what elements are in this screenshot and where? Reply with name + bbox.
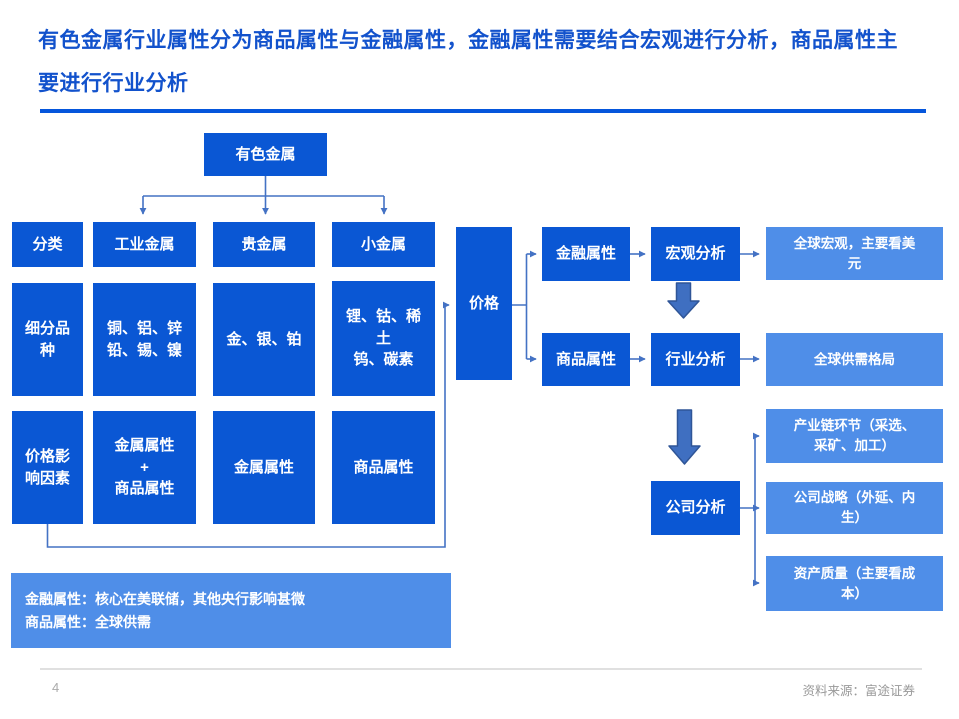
node-industry-analysis: 行业分析 bbox=[651, 333, 740, 386]
node-price: 价格 bbox=[456, 227, 512, 380]
node-row-subdivision: 细分品 种 bbox=[12, 283, 83, 396]
node-macro-analysis: 宏观分析 bbox=[651, 227, 740, 281]
callout-global-macro: 全球宏观，主要看美 元 bbox=[766, 227, 943, 280]
node-precious-attr: 金属属性 bbox=[213, 411, 315, 524]
node-minor-items: 锂、钴、稀 土 钨、碳素 bbox=[332, 281, 435, 396]
down-block-arrow-macro-to-industry bbox=[667, 282, 700, 319]
node-precious-items: 金、银、铂 bbox=[213, 283, 315, 396]
down-block-arrow-industry-to-company bbox=[668, 409, 701, 465]
callout-industry-chain: 产业链环节（采选、 采矿、加工） bbox=[766, 409, 943, 463]
node-commodity-attr: 商品属性 bbox=[542, 333, 630, 386]
price-branch-connector bbox=[512, 254, 528, 359]
node-company-analysis: 公司分析 bbox=[651, 481, 740, 535]
callout-asset-quality: 资产质量（主要看成 本） bbox=[766, 556, 943, 611]
node-root: 有色金属 bbox=[204, 133, 327, 176]
node-industrial-attr: 金属属性 + 商品属性 bbox=[93, 411, 196, 524]
company-branch-connector bbox=[740, 436, 756, 583]
node-precious-metals: 贵金属 bbox=[213, 222, 315, 267]
node-minor-attr: 商品属性 bbox=[332, 411, 435, 524]
node-minor-metals: 小金属 bbox=[332, 222, 435, 267]
node-industrial-items: 铜、铝、锌 铅、锡、镍 bbox=[93, 283, 196, 396]
page-title: 有色金属行业属性分为商品属性与金融属性，金融属性需要结合宏观进行分析，商品属性主… bbox=[38, 29, 898, 95]
title-underline bbox=[40, 109, 926, 113]
footer-divider bbox=[40, 668, 922, 670]
source-note: 资料来源：富途证券 bbox=[802, 684, 915, 698]
page-number: 4 bbox=[52, 680, 60, 695]
callout-company-strategy: 公司战略（外延、内 生） bbox=[766, 482, 943, 534]
root-tree-connector bbox=[143, 176, 384, 197]
node-industrial-metals: 工业金属 bbox=[93, 222, 196, 267]
node-row-price-factors: 价格影 响因素 bbox=[12, 411, 83, 524]
callout-global-supply-demand: 全球供需格局 bbox=[766, 333, 943, 386]
footnote-box: 金融属性：核心在美联储，其他央行影响甚微 商品属性：全球供需 bbox=[11, 573, 451, 648]
node-row-category: 分类 bbox=[12, 222, 83, 267]
node-financial-attr: 金融属性 bbox=[542, 227, 630, 281]
